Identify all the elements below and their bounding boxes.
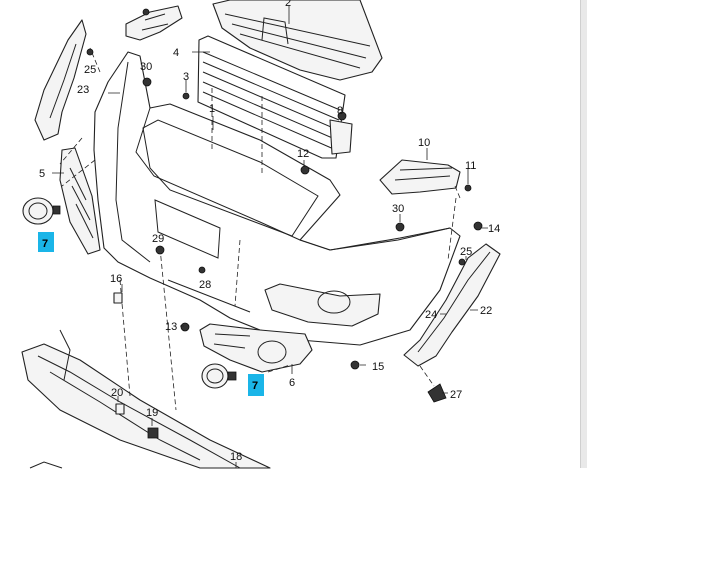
screw-3 (182, 92, 190, 100)
bumper-bracket-right[interactable] (379, 159, 461, 195)
side-retainer-left[interactable] (34, 19, 87, 141)
callout-2: 2 (285, 0, 291, 9)
callout-19: 19 (146, 407, 158, 419)
fog-lamp-bezel-left[interactable] (59, 147, 101, 255)
screw-top (142, 8, 150, 16)
scrollbar-edge (580, 0, 587, 468)
callout-20: 20 (111, 387, 123, 399)
clip-16 (113, 292, 123, 304)
highlight-callout-7-left[interactable]: 7 (38, 232, 54, 252)
callout-3: 3 (183, 71, 189, 83)
callout-18: 18 (230, 451, 242, 463)
clip-27 (427, 383, 447, 403)
side-retainer-right[interactable] (403, 243, 501, 367)
callout-12: 12 (297, 148, 309, 160)
clip-29 (155, 245, 165, 255)
clip-25a (86, 48, 94, 56)
fog-lamp-bezel-right[interactable] (199, 323, 313, 373)
callout-4: 4 (173, 47, 179, 59)
clip-19 (147, 427, 159, 439)
radiator-grille[interactable] (197, 35, 353, 159)
callout-11: 11 (465, 160, 476, 172)
callout-25b: 25 (460, 246, 472, 258)
top-mount-bracket[interactable] (125, 5, 183, 41)
callout-22: 22 (480, 305, 492, 317)
callout-25: 25 (84, 64, 96, 76)
callout-13: 13 (165, 321, 177, 333)
clip-fastener-30a (142, 77, 152, 87)
callout-28: 28 (199, 279, 211, 291)
callout-29: 29 (152, 233, 164, 245)
screw-13 (180, 322, 190, 332)
bolt-11 (464, 184, 472, 192)
highlight-callout-7-right[interactable]: 7 (248, 374, 264, 396)
callout-6: 6 (289, 377, 295, 389)
screw-12 (300, 165, 310, 175)
highlight-label: 7 (252, 380, 258, 392)
callout-27: 27 (450, 389, 462, 401)
screw-15 (350, 360, 360, 370)
callout-5: 5 (39, 168, 45, 180)
upper-grille[interactable] (212, 0, 383, 81)
screw-14 (473, 221, 483, 231)
clip-28 (198, 266, 206, 274)
callout-24: 24 (425, 309, 437, 321)
callout-23: 23 (77, 84, 89, 96)
callout-8: 8 (337, 105, 343, 117)
front-bumper-cover[interactable] (93, 51, 461, 346)
highlight-label: 7 (42, 238, 48, 250)
fog-lamp-right[interactable] (201, 363, 237, 389)
callout-30b: 30 (392, 203, 404, 215)
callout-10: 10 (418, 137, 430, 149)
clip-fastener-30b (395, 222, 405, 232)
callout-14: 14 (488, 223, 500, 235)
callout-1: 1 (209, 103, 215, 115)
callout-16: 16 (110, 273, 122, 285)
callout-15: 15 (372, 361, 384, 373)
screw-20 (115, 403, 125, 415)
fog-lamp-left[interactable] (22, 197, 61, 225)
callout-30: 30 (140, 61, 152, 73)
clip-25b (458, 258, 466, 266)
lower-spoiler[interactable] (21, 329, 271, 469)
